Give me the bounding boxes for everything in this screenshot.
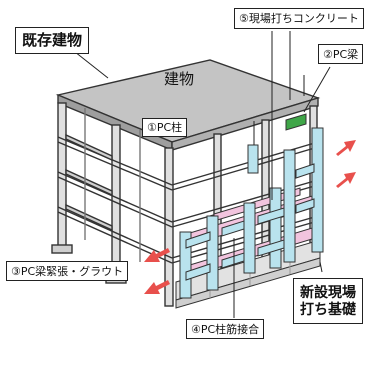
- pc-beam-member: [295, 198, 315, 214]
- label-pc-beam-tension-grout: ③PC梁緊張・グラウト: [6, 261, 129, 281]
- leader-lines: [69, 31, 331, 318]
- label-existing-building: 既存建物: [15, 27, 90, 54]
- floor-slab: [65, 203, 113, 232]
- label-new-foundation-line1: 新設現場: [300, 284, 356, 301]
- pc-column-member: [283, 149, 296, 263]
- footing: [51, 244, 73, 254]
- green-pc-beam: [285, 113, 307, 131]
- label-pc-column: ①PC柱: [142, 118, 188, 137]
- label-pc-column-joint: ④PC柱筋接合: [186, 319, 265, 339]
- pc-beam-member: [257, 239, 285, 257]
- red-arrows: [144, 140, 356, 294]
- arrow-icon: [144, 280, 170, 294]
- pc-column-member: [269, 187, 282, 269]
- pc-beam-member: [185, 231, 211, 249]
- pc-beam-member: [257, 207, 285, 225]
- pc-column-member: [206, 215, 219, 291]
- pc-beam-member: [295, 163, 315, 179]
- floor-slab: [65, 168, 113, 197]
- label-new-cast-in-place-foundation: 新設現場 打ち基礎: [293, 278, 363, 324]
- arrow-icon: [336, 140, 356, 156]
- arrow-icon: [144, 248, 170, 262]
- arrow-icon: [336, 172, 356, 188]
- pc-beam-member: [185, 263, 211, 281]
- label-new-foundation-line2: 打ち基礎: [300, 301, 356, 318]
- pc-beam-member: [221, 220, 245, 237]
- pc-column-member: [247, 144, 259, 174]
- column: [261, 119, 270, 261]
- label-pc-beam: ②PC梁: [318, 44, 364, 64]
- label-building: 建物: [164, 70, 195, 88]
- pc-beam-member: [221, 252, 245, 269]
- pc-column-member: [243, 202, 256, 274]
- pc-column-member: [179, 231, 192, 299]
- pc-column-member: [311, 127, 324, 253]
- label-cast-in-place-concrete: ⑤現場打ちコンクリート: [234, 8, 364, 29]
- floor-slab: [65, 133, 113, 162]
- pc-members: [179, 127, 324, 299]
